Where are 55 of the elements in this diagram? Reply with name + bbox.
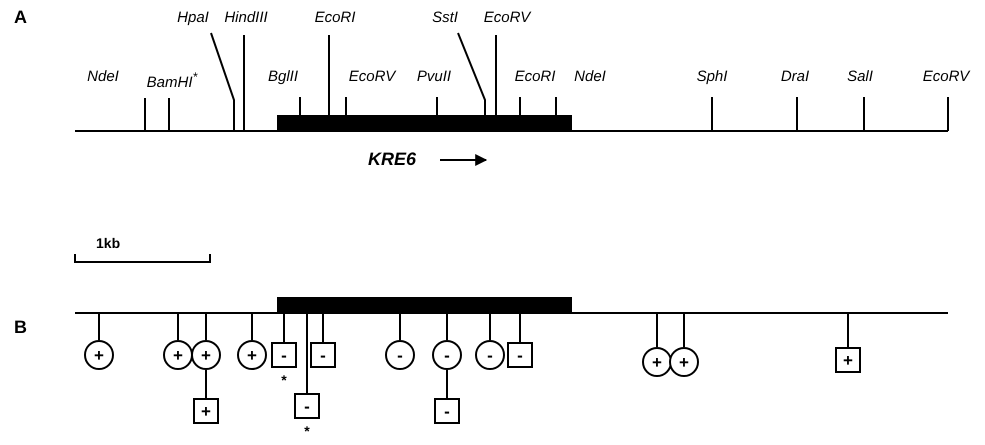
circle-marker: -: [475, 340, 505, 370]
restriction-site-label: EcoRV: [348, 68, 396, 86]
restriction-site-label: HpaI: [177, 9, 209, 27]
restriction-site-label: EcoRI: [514, 68, 556, 86]
restriction-site-label: HindIII: [224, 9, 268, 27]
square-marker: +: [193, 398, 219, 424]
restriction-site-label: NdeI: [87, 68, 119, 86]
restriction-site-label: SphI: [696, 68, 728, 86]
circle-marker: +: [642, 347, 672, 377]
connector-line: [399, 314, 401, 340]
square-marker: +: [835, 347, 861, 373]
connector-line: [205, 370, 207, 398]
connector-line: [205, 314, 207, 340]
connector-line: [98, 314, 100, 340]
restriction-site-label: EcoRV: [922, 68, 970, 86]
square-marker: -: [434, 398, 460, 424]
restriction-site-label: EcoRV: [484, 9, 530, 27]
circle-marker: +: [237, 340, 267, 370]
square-marker: -: [271, 342, 297, 368]
connector-line: [847, 314, 849, 347]
circle-marker: -: [385, 340, 415, 370]
panel-label: A: [14, 8, 27, 26]
asterisk-mark: *: [304, 424, 310, 438]
connector-line: [177, 314, 179, 340]
square-marker: -: [310, 342, 336, 368]
panel-label: B: [14, 318, 27, 336]
connector-line: [519, 314, 521, 342]
square-marker: -: [294, 393, 320, 419]
scale-label: 1kb: [96, 234, 120, 252]
connector-line: [322, 314, 324, 342]
restriction-site-label: BglII: [268, 68, 298, 86]
connector-line: [306, 314, 308, 393]
circle-marker: +: [191, 340, 221, 370]
connector-line: [446, 314, 448, 340]
connector-line: [446, 370, 448, 398]
restriction-site-label: SalI: [847, 68, 873, 86]
connector-line: [283, 314, 285, 342]
connector-line: [489, 314, 491, 340]
restriction-site-label: NdeI: [574, 68, 606, 86]
circle-marker: +: [84, 340, 114, 370]
circle-marker: +: [669, 347, 699, 377]
gene-map-bar: [75, 297, 948, 314]
restriction-site-label: DraI: [780, 68, 810, 86]
connector-line: [251, 314, 253, 340]
circle-marker: -: [432, 340, 462, 370]
restriction-site-label: BamHI$^{*}$: [146, 69, 198, 92]
square-marker: -: [507, 342, 533, 368]
connector-line: [656, 314, 658, 347]
gene-label: KRE6: [368, 150, 416, 168]
restriction-site-label: SstI: [432, 9, 458, 27]
restriction-site-label: EcoRI: [314, 9, 356, 27]
circle-marker: +: [163, 340, 193, 370]
asterisk-mark: *: [281, 373, 287, 387]
restriction-site-label: PvuII: [416, 68, 452, 86]
connector-line: [683, 314, 685, 347]
